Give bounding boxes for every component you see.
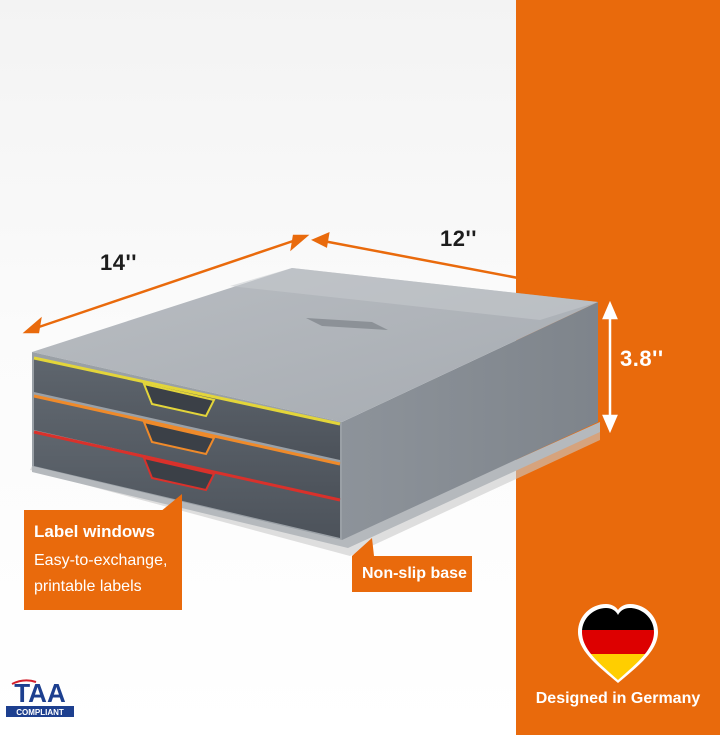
top-recess [306, 318, 388, 330]
drawer-2-handle [142, 420, 216, 456]
taa-compliant-logo: TAA COMPLIANT [6, 678, 74, 717]
cabinet-top-back [230, 268, 598, 320]
height-arrow [602, 300, 618, 434]
designed-in-germany-caption: Designed in Germany [535, 690, 701, 707]
width-dimension-label: 14'' [100, 250, 137, 275]
heart-flag-icon [578, 604, 658, 683]
label-windows-line-1: Easy-to-exchange, [34, 552, 168, 569]
taa-compliant-text: COMPLIANT [16, 708, 64, 717]
label-windows-line-2: printable labels [34, 578, 142, 595]
cabinet-side [342, 302, 598, 540]
drawer-2-color-edge [33, 394, 341, 466]
label-windows-callout: Label windows Easy-to-exchange, printabl… [24, 510, 182, 610]
depth-arrow [311, 231, 599, 300]
width-arrow [22, 234, 310, 334]
drawer-3-color-edge [33, 430, 341, 502]
non-slip-base-title: Non-slip base [362, 565, 467, 582]
taa-logo-text: TAA [14, 678, 66, 708]
drawer-1-handle [142, 382, 216, 418]
drawer-3-handle [142, 456, 216, 492]
drawer-1-color-edge [33, 356, 341, 426]
height-dimension-label: 3.8'' [620, 346, 664, 371]
label-callout-pointer [160, 494, 182, 512]
non-slip-base-callout: Non-slip base [352, 556, 472, 592]
label-windows-title: Label windows [34, 522, 155, 541]
base-callout-pointer [352, 538, 374, 556]
depth-dimension-label: 12'' [440, 226, 477, 251]
